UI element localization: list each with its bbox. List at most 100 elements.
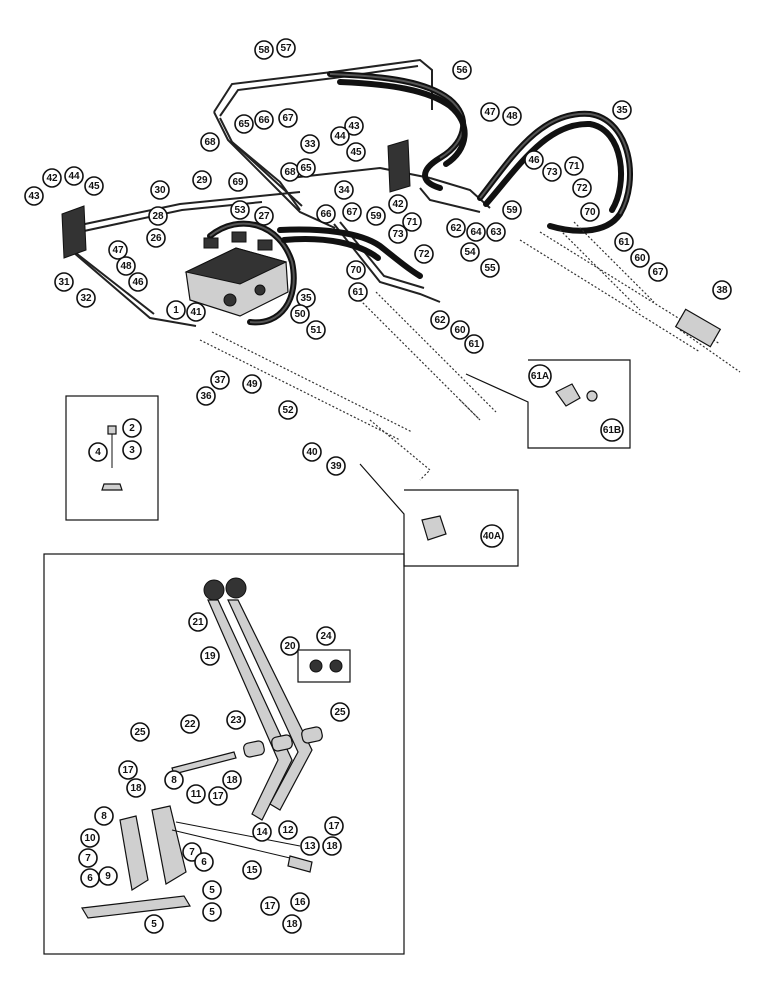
callout-25: 25 (130, 722, 150, 742)
callout-20: 20 (280, 636, 300, 656)
callout-label: 44 (334, 131, 346, 142)
callout-69: 69 (228, 172, 248, 192)
callout-5: 5 (144, 914, 164, 934)
callout-label: 46 (528, 155, 540, 166)
callout-68: 68 (200, 132, 220, 152)
callout-label: 33 (304, 139, 316, 150)
callout-label: 35 (616, 105, 628, 116)
callout-72: 72 (414, 244, 434, 264)
callout-label: 8 (101, 811, 107, 822)
callout-label: 1 (173, 305, 179, 316)
callout-9: 9 (98, 866, 118, 886)
bolt-inset (65, 395, 159, 521)
upper-tube-frame (65, 58, 491, 327)
callout-label: 17 (212, 791, 224, 802)
callout-42: 42 (388, 194, 408, 214)
callout-label: 22 (184, 719, 196, 730)
callout-71: 71 (564, 156, 584, 176)
callout-label: 48 (506, 111, 518, 122)
callout-61: 61 (614, 232, 634, 252)
callout-17: 17 (118, 760, 138, 780)
callout-label: 71 (568, 161, 580, 172)
callout-label: 67 (346, 207, 358, 218)
callout-label: 46 (132, 277, 144, 288)
callout-label: 49 (246, 379, 258, 390)
callout-label: 39 (330, 461, 342, 472)
callout-label: 7 (85, 853, 91, 864)
callout-6: 6 (80, 868, 100, 888)
callout-66: 66 (316, 204, 336, 224)
callout-label: 65 (300, 163, 312, 174)
callout-label: 48 (120, 261, 132, 272)
callout-label: 70 (350, 265, 362, 276)
callout-64: 64 (466, 222, 486, 242)
callout-label: 59 (506, 205, 518, 216)
callout-25: 25 (330, 702, 350, 722)
callout-label: 69 (232, 177, 244, 188)
callout-label: 28 (152, 211, 164, 222)
callout-label: 21 (192, 617, 204, 628)
callout-label: 62 (450, 223, 462, 234)
control-valve-block (184, 231, 289, 317)
callout-50: 50 (290, 304, 310, 324)
callout-40A: 40A (480, 524, 504, 548)
callout-22: 22 (180, 714, 200, 734)
callout-45: 45 (346, 142, 366, 162)
callout-label: 47 (484, 107, 496, 118)
callout-1: 1 (166, 300, 186, 320)
control-lever-inset (43, 553, 405, 955)
callout-48: 48 (116, 256, 136, 276)
callout-label: 61A (531, 371, 549, 382)
callout-10: 10 (80, 828, 100, 848)
callout-label: 42 (46, 173, 58, 184)
callout-67: 67 (342, 202, 362, 222)
callout-label: 62 (434, 315, 446, 326)
callout-47: 47 (108, 240, 128, 260)
callout-43: 43 (24, 186, 44, 206)
callout-61B: 61B (600, 418, 624, 442)
callout-label: 32 (80, 293, 92, 304)
callout-16: 16 (290, 892, 310, 912)
callout-label: 37 (214, 375, 226, 386)
callout-label: 25 (134, 727, 146, 738)
callout-54: 54 (460, 242, 480, 262)
callout-60: 60 (450, 320, 470, 340)
callout-label: 25 (334, 707, 346, 718)
callout-label: 58 (258, 45, 270, 56)
callout-label: 24 (320, 631, 332, 642)
callout-label: 52 (282, 405, 294, 416)
callout-label: 9 (105, 871, 111, 882)
callout-label: 17 (264, 901, 276, 912)
callout-label: 20 (284, 641, 296, 652)
callout-70: 70 (346, 260, 366, 280)
callout-61: 61 (348, 282, 368, 302)
callout-label: 4 (95, 447, 101, 458)
callout-27: 27 (254, 206, 274, 226)
callout-32: 32 (76, 288, 96, 308)
callout-66: 66 (254, 110, 274, 130)
callout-61A: 61A (528, 364, 552, 388)
hydraulic-hoses (207, 71, 633, 326)
callout-label: 15 (246, 865, 258, 876)
callout-label: 17 (122, 765, 134, 776)
callout-label: 61 (618, 237, 630, 248)
callout-label: 23 (230, 715, 242, 726)
callout-label: 61B (603, 425, 621, 436)
callout-label: 30 (154, 185, 166, 196)
callout-23: 23 (226, 710, 246, 730)
callout-label: 18 (326, 841, 338, 852)
callout-73: 73 (388, 224, 408, 244)
callout-58: 58 (254, 40, 274, 60)
hydraulic-cylinders (199, 221, 741, 481)
callout-21: 21 (188, 612, 208, 632)
callout-5: 5 (202, 880, 222, 900)
callout-5: 5 (202, 902, 222, 922)
callout-44: 44 (330, 126, 350, 146)
callout-label: 40A (483, 531, 501, 542)
callout-31: 31 (54, 272, 74, 292)
callout-label: 16 (294, 897, 306, 908)
callout-label: 43 (348, 121, 360, 132)
callout-17: 17 (260, 896, 280, 916)
